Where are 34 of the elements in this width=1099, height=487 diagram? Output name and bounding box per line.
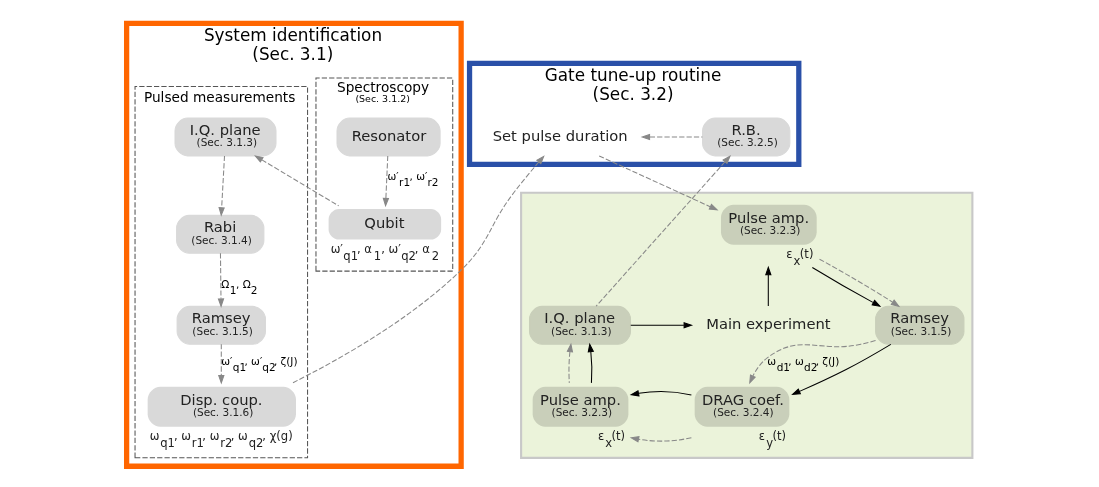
arrow <box>811 266 882 307</box>
arrow <box>595 155 732 307</box>
node-box: R.B. (Sec. 3.2.5) <box>702 117 791 157</box>
arrow <box>217 343 225 385</box>
arrow <box>382 155 390 208</box>
node-text: Set pulse duration <box>492 126 628 144</box>
node-box: Qubit <box>328 209 442 240</box>
node-box: DRAG coef. (Sec. 3.2.4) <box>694 386 790 427</box>
node-box: Pulse amp. (Sec. 3.2.3) <box>532 386 629 427</box>
node-text: Main experiment <box>706 315 831 333</box>
arrow <box>764 265 772 307</box>
node-box: Rabi (Sec. 3.1.4) <box>176 214 265 254</box>
arrow <box>218 155 226 217</box>
node-box: Disp. coup. (Sec. 3.1.6) <box>147 386 296 427</box>
arrow <box>749 340 877 385</box>
arrow <box>254 155 340 207</box>
node-box: Ramsey (Sec. 3.1.5) <box>176 305 266 345</box>
arrow <box>819 258 901 308</box>
arrow <box>291 155 545 384</box>
arrow <box>640 133 703 141</box>
arrow <box>629 390 692 397</box>
node-box: I.Q. plane (Sec. 3.1.3) <box>174 117 277 157</box>
node-box: Resonator <box>336 117 441 157</box>
arrow <box>629 436 692 443</box>
node-box: I.Q. plane (Sec. 3.1.3) <box>529 305 632 345</box>
cluster <box>520 191 974 459</box>
arrow <box>566 342 574 384</box>
arrow <box>217 252 225 308</box>
arrow <box>791 343 892 396</box>
arrow <box>587 342 595 384</box>
node-box: Pulse amp. (Sec. 3.2.3) <box>720 204 817 245</box>
node-box: Ramsey (Sec. 3.1.5) <box>875 305 965 345</box>
arrow <box>598 155 719 211</box>
arrow <box>630 322 694 329</box>
